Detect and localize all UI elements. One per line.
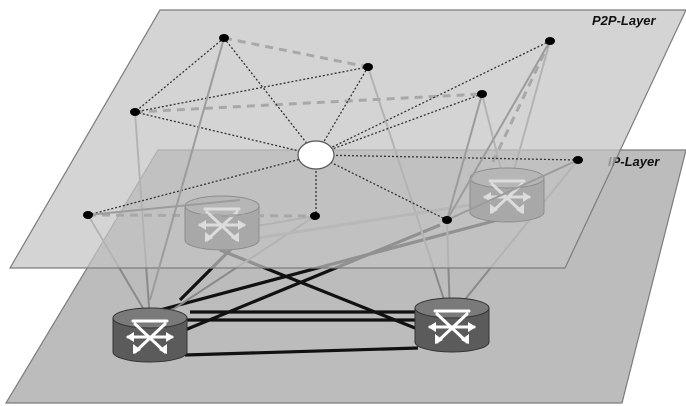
peer-node-icon bbox=[130, 108, 140, 116]
peer-nodes bbox=[83, 34, 583, 224]
peer-node-icon bbox=[310, 212, 320, 220]
router-ip-right bbox=[468, 166, 546, 224]
peer-node-icon bbox=[363, 63, 373, 71]
p2p-layer-label: P2P-Layer bbox=[592, 13, 657, 28]
p2p-dotted-links bbox=[87, 37, 579, 221]
peer-node-icon bbox=[573, 156, 583, 164]
peer-node-icon bbox=[477, 90, 487, 98]
router-icon bbox=[111, 306, 189, 364]
p2p-dashed-links bbox=[87, 36, 552, 218]
p2p-solid-links bbox=[87, 37, 579, 301]
ip-layer-label: IP-Layer bbox=[608, 154, 660, 169]
hub-node-icon bbox=[297, 140, 335, 170]
peer-node-icon bbox=[545, 37, 555, 45]
peer-node-icon bbox=[442, 216, 452, 224]
peer-node-icon bbox=[219, 34, 229, 42]
router-icon bbox=[413, 296, 491, 354]
peer-node-icon bbox=[83, 211, 93, 219]
